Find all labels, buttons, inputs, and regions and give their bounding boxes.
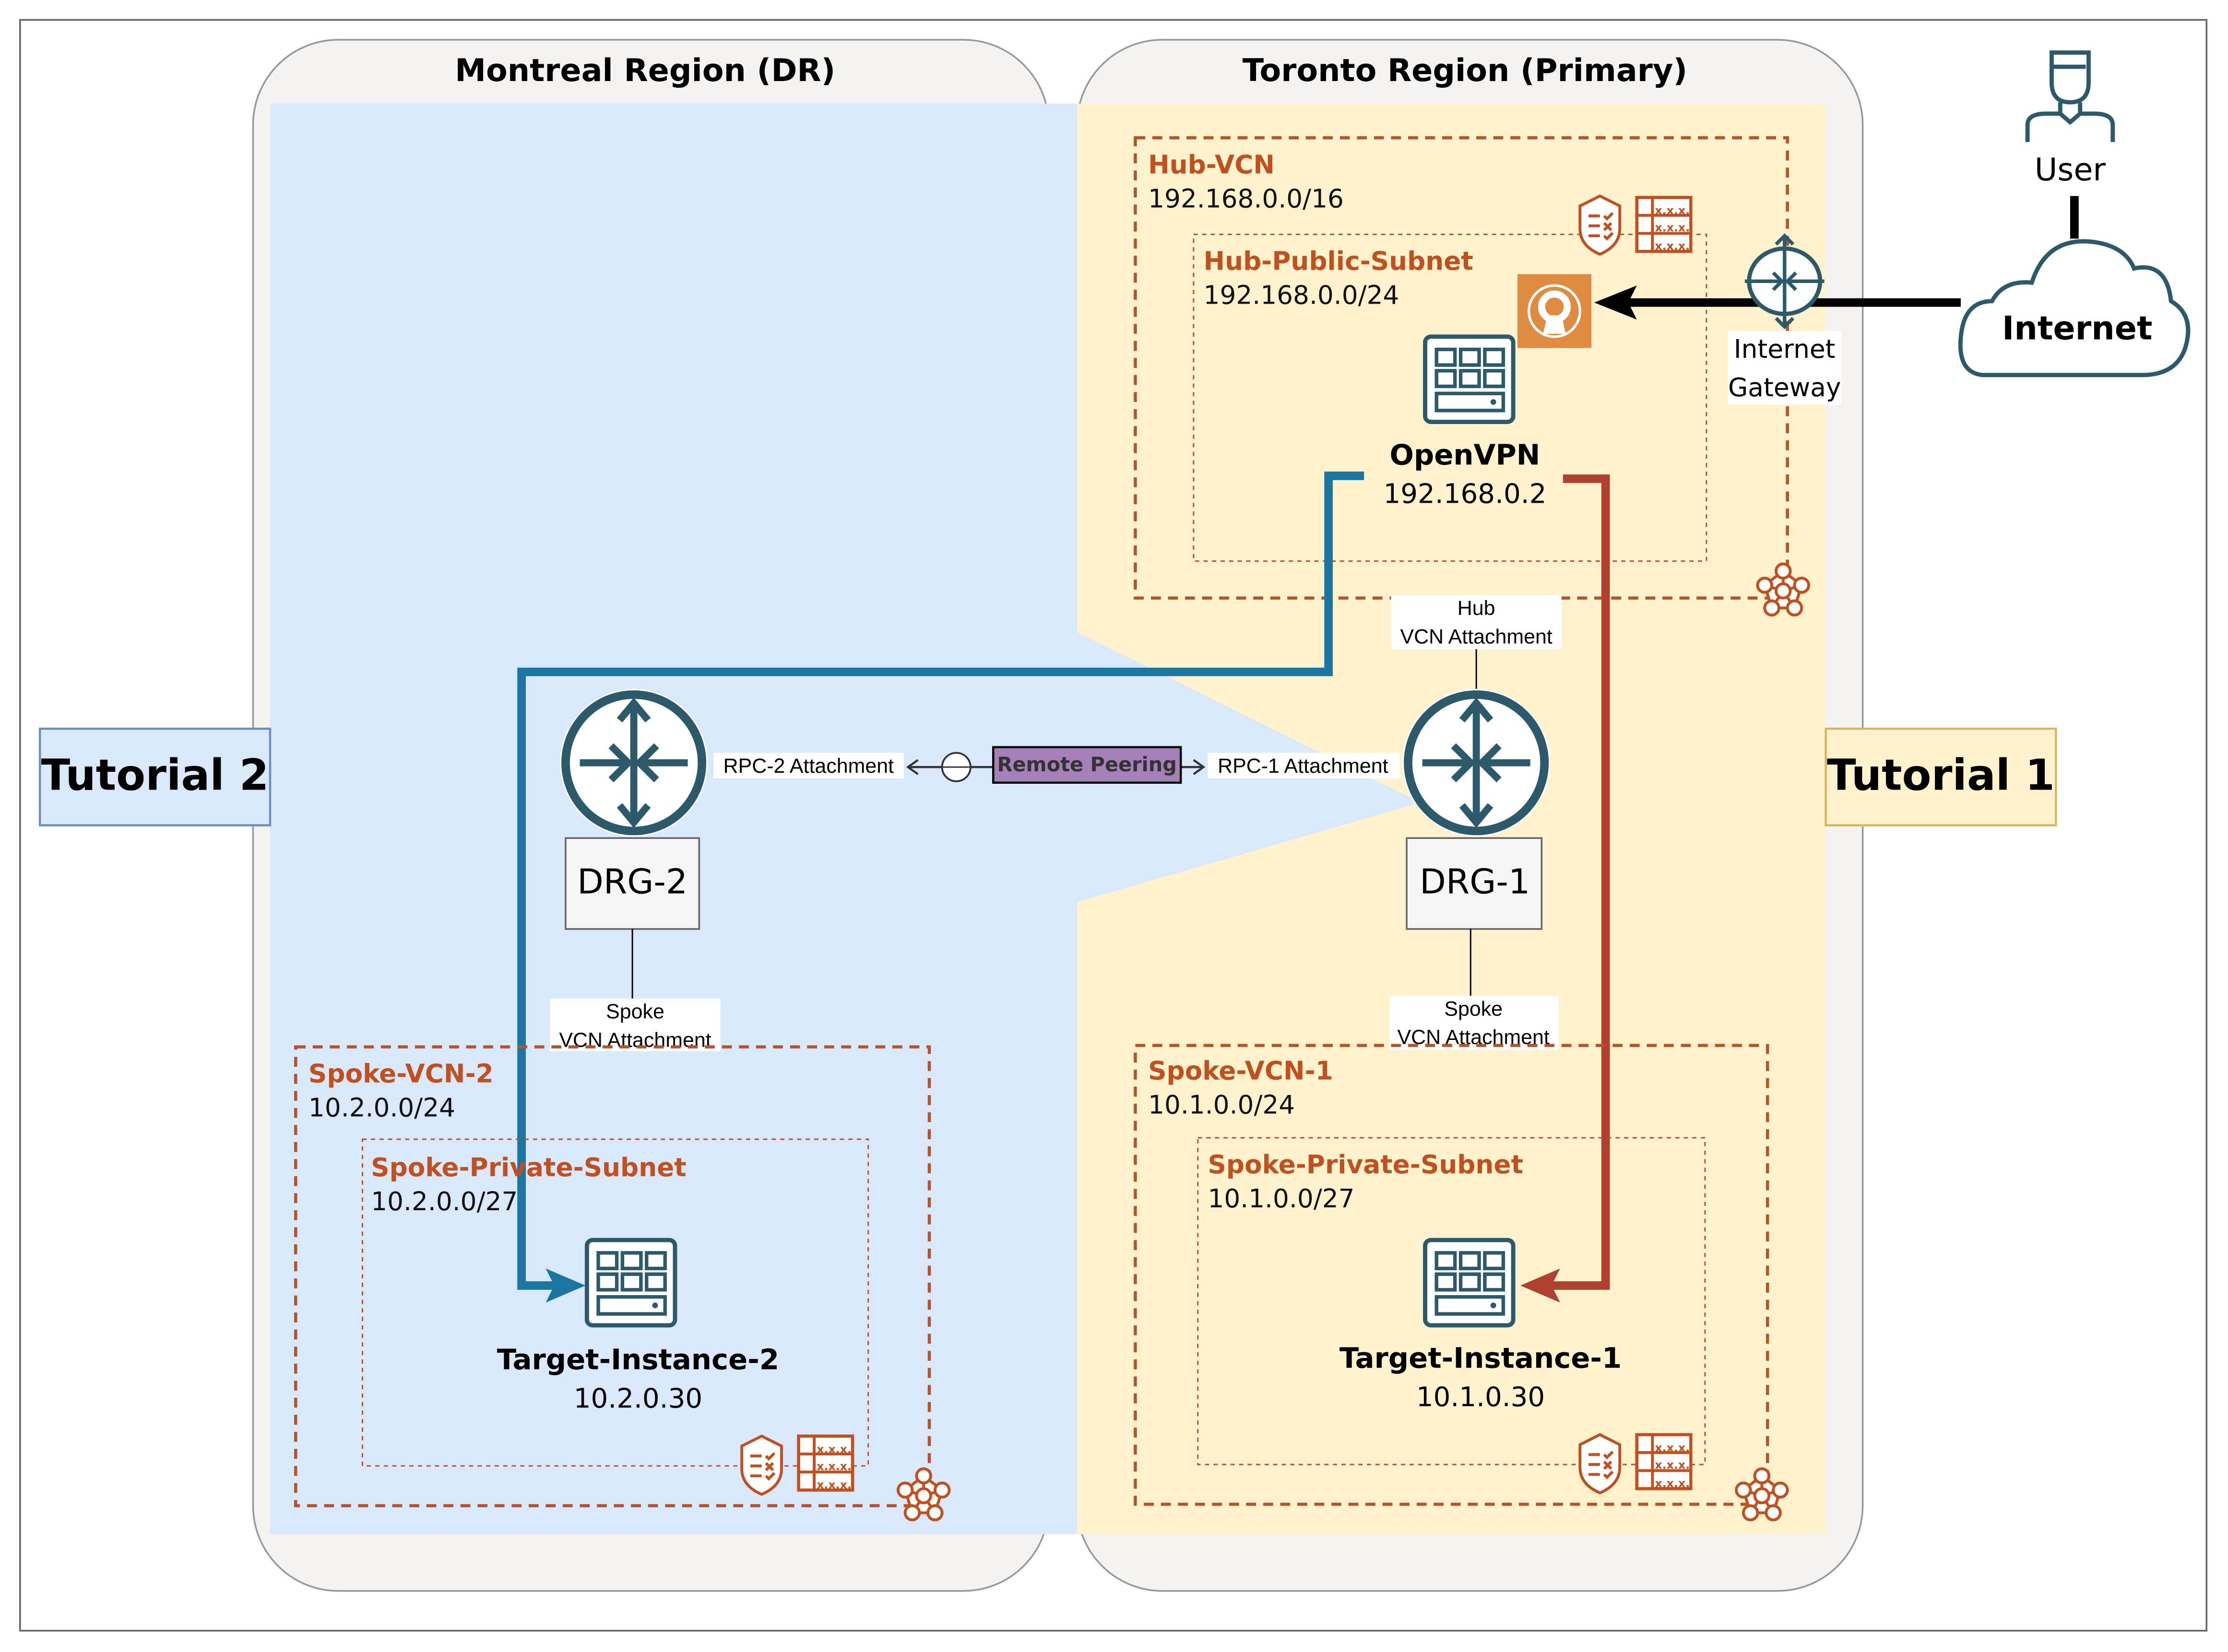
toronto-region-title: Toronto Region (Primary) bbox=[1243, 53, 1687, 89]
spoke-2-attachment-bg bbox=[550, 998, 721, 1051]
igw-label-bg bbox=[1728, 330, 1842, 405]
svg-text:x.x.x.: x.x.x. bbox=[1655, 1441, 1690, 1454]
tutorial-1-arrowhead bbox=[1520, 1268, 1560, 1303]
security-list-icon bbox=[1580, 196, 1620, 254]
hub-attachment-label-2: VCN Attachment bbox=[1400, 625, 1552, 648]
drg-2-label: DRG-2 bbox=[577, 862, 687, 902]
tutorial-2-arrowhead bbox=[545, 1268, 586, 1303]
svg-text:x.x.x.: x.x.x. bbox=[1655, 1458, 1690, 1472]
svg-text:x.x.x.: x.x.x. bbox=[1655, 239, 1690, 253]
target-instance-1-name: Target-Instance-1 bbox=[1339, 1342, 1622, 1375]
hub-vcn-name: Hub-VCN bbox=[1148, 150, 1275, 179]
spoke-1-attachment-label-1: Spoke bbox=[1444, 997, 1503, 1020]
spoke-vcn-2-cidr: 10.2.0.0/24 bbox=[308, 1093, 455, 1123]
remote-peering-connector-icon bbox=[941, 752, 972, 782]
tutorial-2-label: Tutorial 2 bbox=[41, 750, 269, 800]
arrowhead bbox=[1594, 285, 1637, 320]
target-instance-1-ip: 10.1.0.30 bbox=[1416, 1382, 1545, 1413]
svg-text:x.x.x.: x.x.x. bbox=[1655, 1476, 1690, 1490]
tutorial-2-route bbox=[517, 472, 1364, 1290]
rpc-1-attachment-label: RPC-1 Attachment bbox=[1218, 755, 1388, 778]
spoke-1-subnet-name: Spoke-Private-Subnet bbox=[1208, 1150, 1523, 1180]
tutorial-1-label: Tutorial 1 bbox=[1827, 750, 2055, 800]
drg-1-box bbox=[1406, 837, 1543, 930]
rpc-1-bg bbox=[1208, 753, 1400, 779]
rpc-2-attachment-label: RPC-2 Attachment bbox=[723, 755, 894, 778]
hub-subnet-name: Hub-Public-Subnet bbox=[1204, 247, 1473, 276]
spoke-2-attachment-label-2: VCN Attachment bbox=[559, 1028, 711, 1051]
internet-gateway-label-2: Gateway bbox=[1728, 373, 1841, 402]
user-label: User bbox=[2035, 152, 2106, 188]
security-list-icon bbox=[1580, 1435, 1620, 1493]
spoke-vcn-1-cidr: 10.1.0.0/24 bbox=[1148, 1090, 1295, 1120]
route-table-icon: x.x.x. x.x.x. x.x.x. bbox=[799, 1436, 853, 1492]
spoke-2-attachment-label-1: Spoke bbox=[606, 1000, 664, 1023]
drg-2-box bbox=[565, 837, 700, 930]
internet-gateway-icon bbox=[1744, 233, 1825, 330]
spoke-2-subnet-cidr: 10.2.0.0/27 bbox=[371, 1187, 518, 1216]
svg-text:x.x.x.: x.x.x. bbox=[817, 1460, 852, 1473]
tutorial-2-box bbox=[39, 727, 272, 826]
security-list-icon bbox=[742, 1436, 782, 1494]
drg-1-router-icon bbox=[1402, 689, 1550, 837]
openvpn-name: OpenVPN bbox=[1390, 438, 1541, 471]
rpc-arrow-left bbox=[906, 759, 919, 775]
svg-text:x.x.x.: x.x.x. bbox=[817, 1478, 852, 1491]
remote-peering-label: Remote Peering bbox=[997, 753, 1177, 776]
spoke-2-subnet-boundary bbox=[361, 1138, 869, 1467]
rpc-arrow-right bbox=[1193, 759, 1206, 775]
svg-text:x.x.x.: x.x.x. bbox=[1655, 221, 1690, 235]
dr-area bbox=[270, 104, 1421, 1534]
spoke-1-attachment-label-2: VCN Attachment bbox=[1398, 1026, 1550, 1049]
hub-vcn-cidr: 192.168.0.0/16 bbox=[1148, 184, 1344, 213]
user-icon bbox=[2025, 50, 2115, 142]
route-table-icon: x.x.x. x.x.x. x.x.x. bbox=[1637, 1435, 1691, 1490]
internet-cloud-icon bbox=[1958, 239, 2191, 378]
drg-2-router-icon bbox=[560, 689, 708, 837]
target-instance-2-name: Target-Instance-2 bbox=[497, 1343, 779, 1376]
spoke-2-subnet-name: Spoke-Private-Subnet bbox=[371, 1153, 687, 1182]
drg-1-label: DRG-1 bbox=[1420, 862, 1530, 902]
route-table-icon: x.x.x. x.x.x. x.x.x. bbox=[1637, 198, 1691, 253]
spoke-vcn-1-name: Spoke-VCN-1 bbox=[1148, 1056, 1333, 1086]
remote-peering-box bbox=[992, 746, 1182, 784]
spoke-vcn-1-boundary bbox=[1134, 1044, 1769, 1506]
spoke-vcn-2-name: Spoke-VCN-2 bbox=[308, 1059, 494, 1089]
svg-text:x.x.x.: x.x.x. bbox=[1655, 204, 1690, 217]
target-instance-2-ip: 10.2.0.30 bbox=[574, 1383, 702, 1415]
openvpn-logo-icon bbox=[1517, 274, 1591, 348]
hub-attachment-label-1: Hub bbox=[1458, 597, 1495, 620]
hub-subnet-boundary bbox=[1193, 234, 1707, 562]
montreal-region-title: Montreal Region (DR) bbox=[455, 53, 835, 89]
internet-label: Internet bbox=[2002, 310, 2152, 348]
tutorial-1-route bbox=[1546, 474, 1610, 1290]
target-instance-1-icon bbox=[1425, 1240, 1514, 1325]
spoke-1-subnet-boundary bbox=[1197, 1137, 1706, 1465]
hub-subnet-cidr: 192.168.0.0/24 bbox=[1204, 281, 1399, 310]
openvpn-instance-icon bbox=[1425, 337, 1514, 422]
target-instance-2-icon bbox=[587, 1240, 675, 1325]
openvpn-ip: 192.168.0.2 bbox=[1383, 478, 1546, 509]
spoke-1-subnet-cidr: 10.1.0.0/27 bbox=[1208, 1184, 1354, 1214]
rpc-2-bg bbox=[713, 753, 904, 779]
tutorial-1-box bbox=[1825, 727, 2057, 826]
hub-attachment-bg bbox=[1391, 595, 1562, 649]
internet-gateway-label-1: Internet bbox=[1734, 334, 1836, 364]
spoke-1-attachment-bg bbox=[1389, 995, 1559, 1050]
svg-text:x.x.x.: x.x.x. bbox=[817, 1442, 852, 1456]
